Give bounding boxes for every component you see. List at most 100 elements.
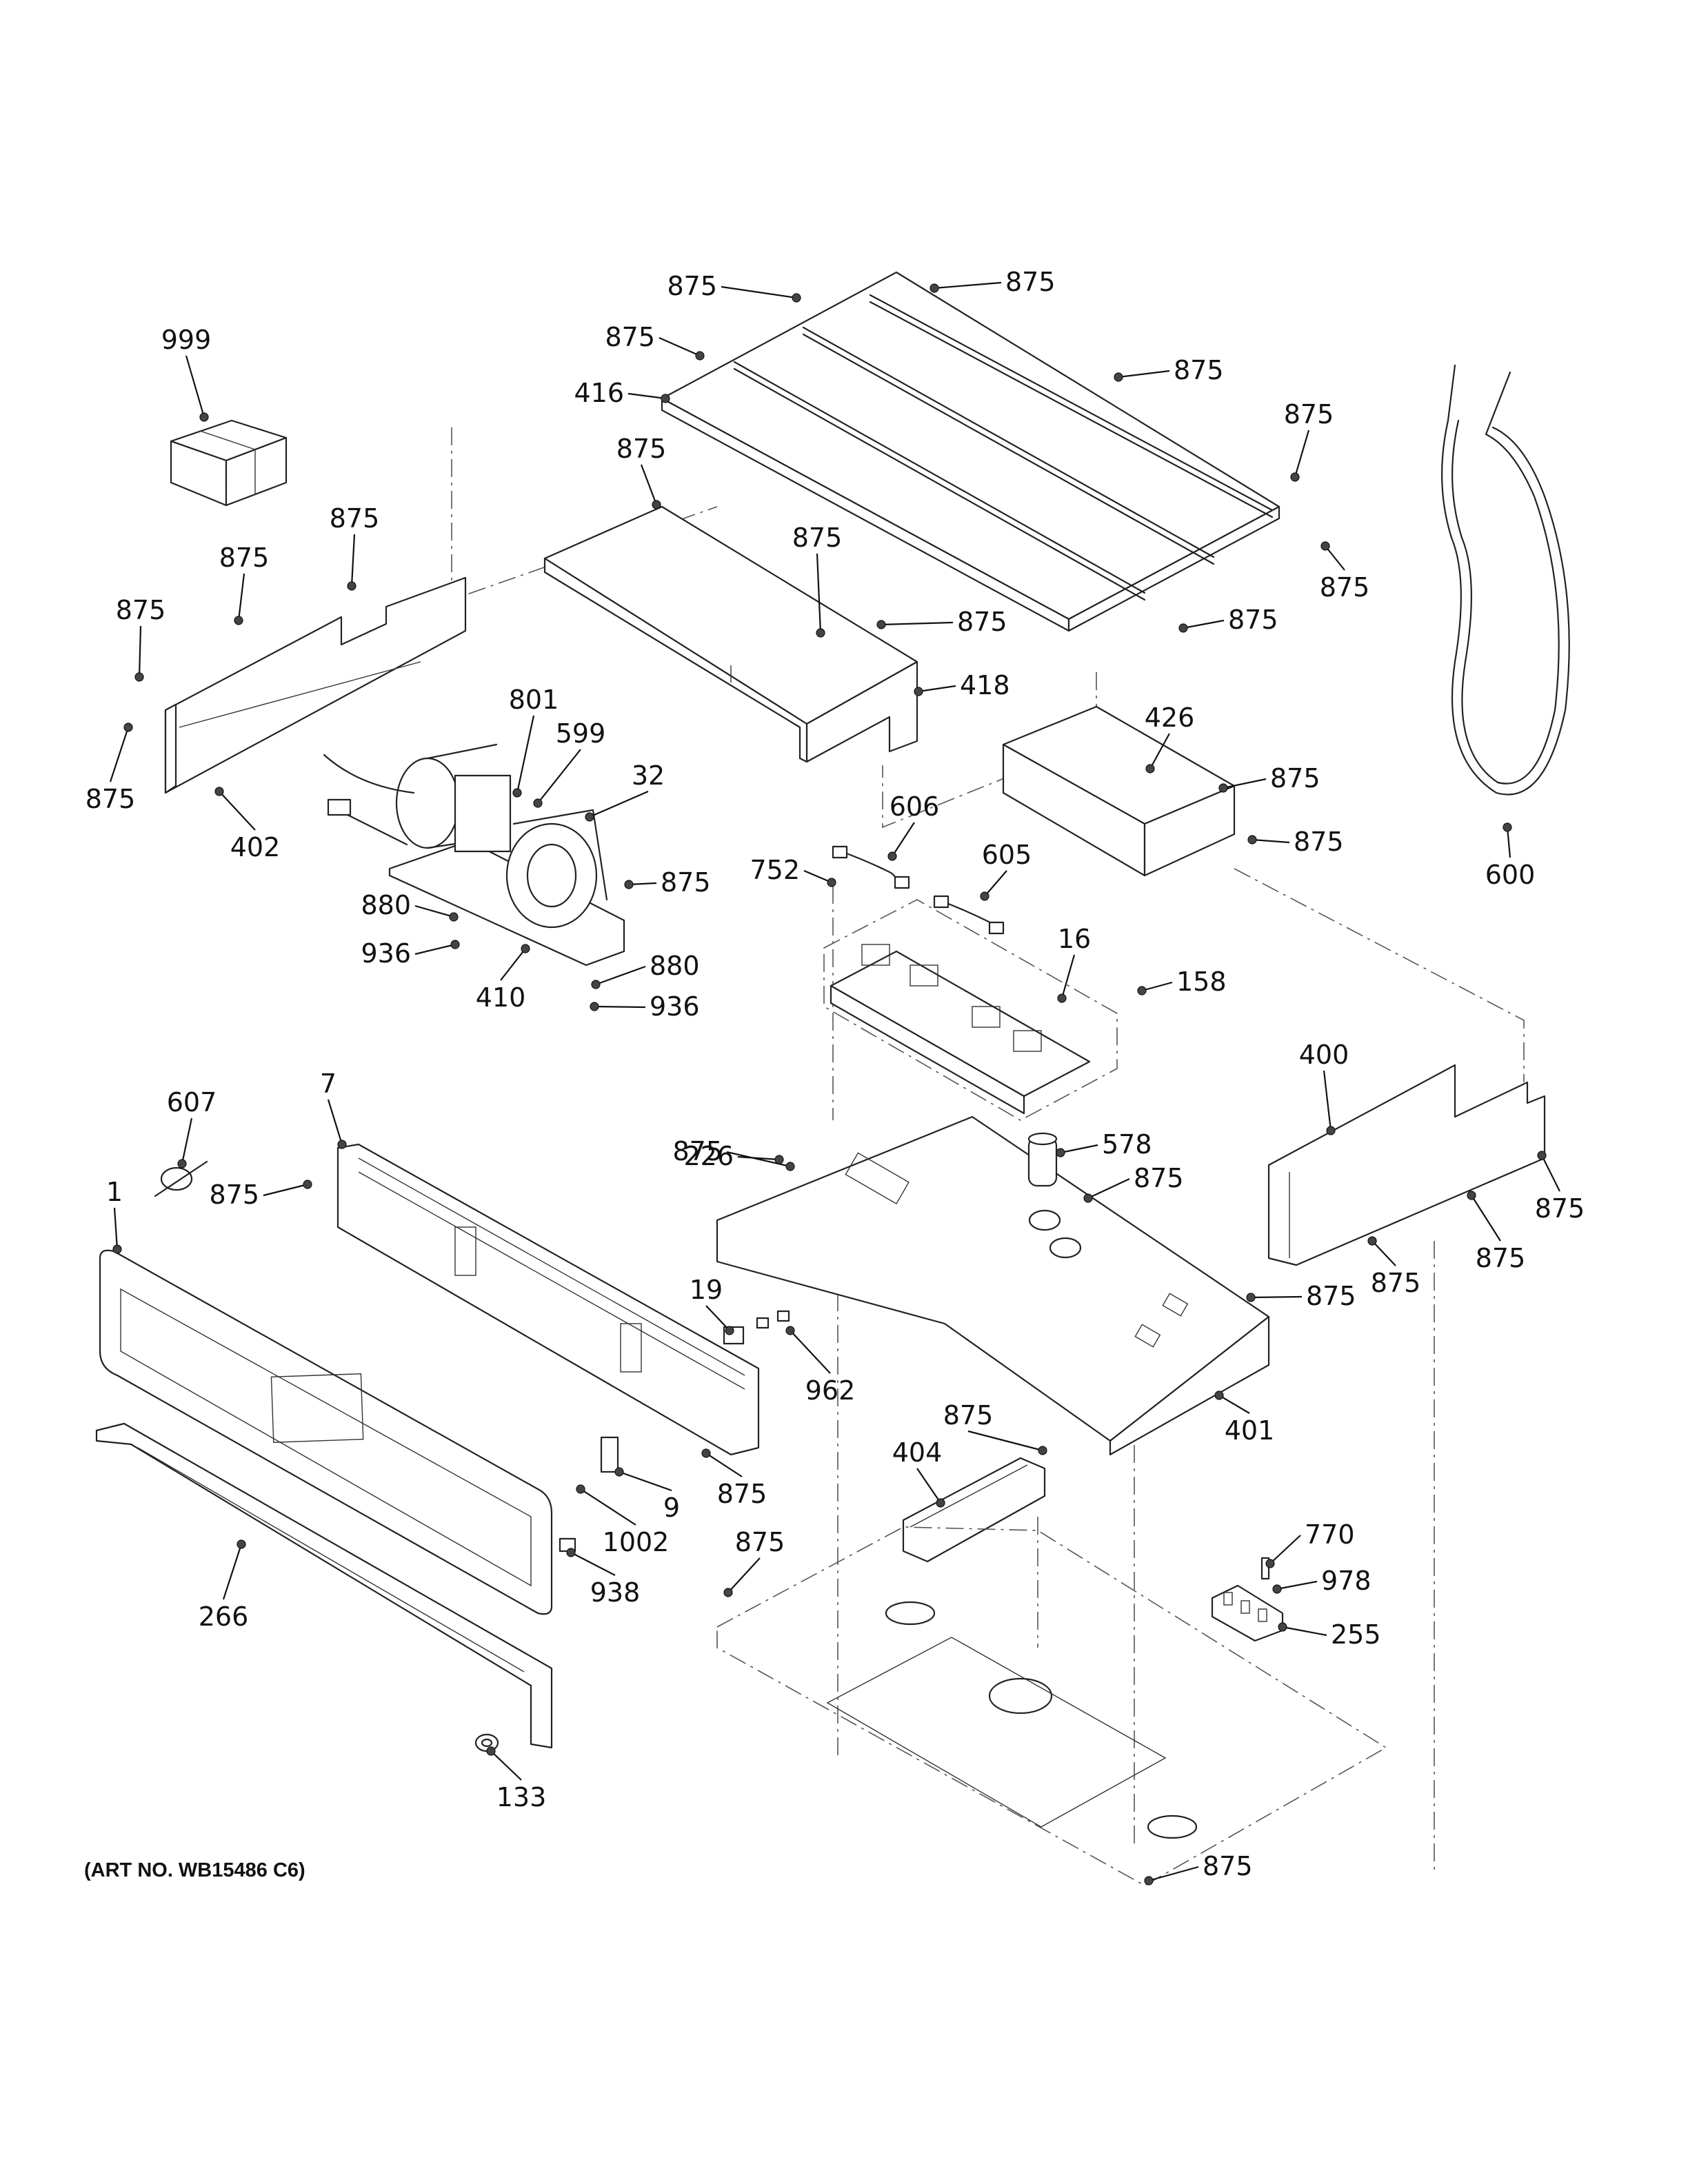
screw-marker xyxy=(1214,1391,1224,1400)
callout-label: 978 xyxy=(1321,1566,1372,1596)
leader-line xyxy=(705,1453,743,1477)
leader-line xyxy=(1323,1070,1332,1131)
side-panel-400 xyxy=(1267,1064,1546,1266)
callout-label: 875 xyxy=(1270,763,1320,793)
callout-label: 875 xyxy=(1005,267,1056,297)
screw-marker xyxy=(134,672,144,682)
screw-marker xyxy=(450,940,460,949)
leader-line xyxy=(537,749,581,804)
callout-label: 770 xyxy=(1305,1519,1355,1550)
leader-line xyxy=(705,1305,730,1331)
callout-label: 999 xyxy=(161,325,212,355)
leader-line xyxy=(1506,827,1511,858)
callout-label: 875 xyxy=(672,1136,723,1166)
callout-label: 875 xyxy=(1203,1851,1253,1881)
screw-marker xyxy=(816,628,825,638)
screw-marker xyxy=(566,1548,576,1557)
screw-marker xyxy=(695,351,705,361)
screw-marker xyxy=(237,1539,246,1549)
screw-marker xyxy=(1290,472,1300,482)
screw-marker xyxy=(785,1326,795,1335)
leader-line xyxy=(1149,733,1170,769)
callout-label: 801 xyxy=(509,685,559,715)
screw-marker xyxy=(1503,822,1512,832)
screw-marker xyxy=(1326,1126,1336,1135)
screw-marker xyxy=(337,1140,347,1149)
leader-line xyxy=(627,392,666,400)
lower-trim-266 xyxy=(95,1422,553,1749)
callout-label: 938 xyxy=(590,1577,641,1608)
screw-marker xyxy=(1178,623,1188,633)
callout-label: 875 xyxy=(792,523,843,553)
screw-marker xyxy=(930,283,939,293)
callout-label: 875 xyxy=(86,784,136,814)
callout-label: 226 xyxy=(683,1141,734,1171)
control-panel-1 xyxy=(99,1249,553,1615)
callout-label: 875 xyxy=(667,271,717,301)
leader-line xyxy=(1118,370,1170,378)
leader-line xyxy=(219,791,256,831)
control-bracket-7 xyxy=(336,1143,760,1456)
screw-marker xyxy=(936,1498,945,1508)
callout-label: 936 xyxy=(361,938,411,969)
screw-marker xyxy=(1320,541,1330,551)
screw-marker xyxy=(614,1467,624,1477)
screw-marker xyxy=(1038,1446,1047,1455)
screw-marker xyxy=(512,788,522,798)
screw-marker xyxy=(214,787,224,796)
screw-marker xyxy=(591,980,601,989)
leader-line xyxy=(934,281,1002,290)
screw-marker xyxy=(1056,1148,1065,1157)
leader-line xyxy=(595,965,646,986)
leader-line xyxy=(1223,778,1267,789)
screw-marker xyxy=(1083,1193,1093,1203)
callout-label: 16 xyxy=(1058,924,1091,954)
leader-line xyxy=(1471,1195,1501,1242)
screw-marker xyxy=(199,412,209,422)
callout-label: 158 xyxy=(1176,967,1227,997)
leader-line xyxy=(628,882,657,886)
callout-label: 875 xyxy=(116,595,166,625)
leader-line xyxy=(516,715,535,793)
callout-label: 426 xyxy=(1145,702,1195,733)
screw-marker xyxy=(725,1326,734,1335)
screw-marker xyxy=(576,1484,585,1494)
screw-marker xyxy=(590,1002,599,1011)
callout-label: 416 xyxy=(574,378,624,408)
callout-label: 875 xyxy=(1134,1163,1184,1193)
screw-marker xyxy=(486,1746,496,1756)
top-panel-416 xyxy=(661,271,1280,632)
leader-line xyxy=(113,1207,119,1250)
screw-marker xyxy=(303,1180,312,1189)
leader-line xyxy=(1141,981,1173,992)
base-plate-401 xyxy=(716,1115,1270,1456)
leader-line xyxy=(500,948,526,981)
screw-marker xyxy=(914,687,923,696)
screw-marker xyxy=(347,581,356,591)
leader-line xyxy=(659,336,701,357)
callout-label: 402 xyxy=(230,832,281,862)
screw-marker xyxy=(1367,1236,1377,1246)
screw-marker xyxy=(980,891,989,901)
screw-marker xyxy=(1467,1191,1476,1200)
callout-label: 875 xyxy=(1535,1193,1585,1224)
leader-lines xyxy=(109,281,1560,1885)
screw-marker xyxy=(1144,1876,1154,1885)
floor-plate xyxy=(716,1526,1387,1886)
leader-line xyxy=(1276,1580,1318,1590)
leader-line xyxy=(185,355,205,418)
leader-line xyxy=(1269,1535,1301,1564)
callout-label: 962 xyxy=(805,1375,856,1406)
leader-line xyxy=(918,685,956,693)
screw-marker xyxy=(1057,993,1067,1003)
callout-label: 605 xyxy=(982,840,1032,870)
leader-line xyxy=(263,1183,308,1197)
side-bracket-402 xyxy=(164,576,467,794)
callout-label: 875 xyxy=(616,434,667,464)
screw-marker xyxy=(652,500,661,509)
leader-line xyxy=(1294,429,1310,478)
callout-label: 255 xyxy=(1331,1619,1381,1650)
leader-line xyxy=(1183,619,1225,629)
wire-harnesses xyxy=(832,845,1005,935)
